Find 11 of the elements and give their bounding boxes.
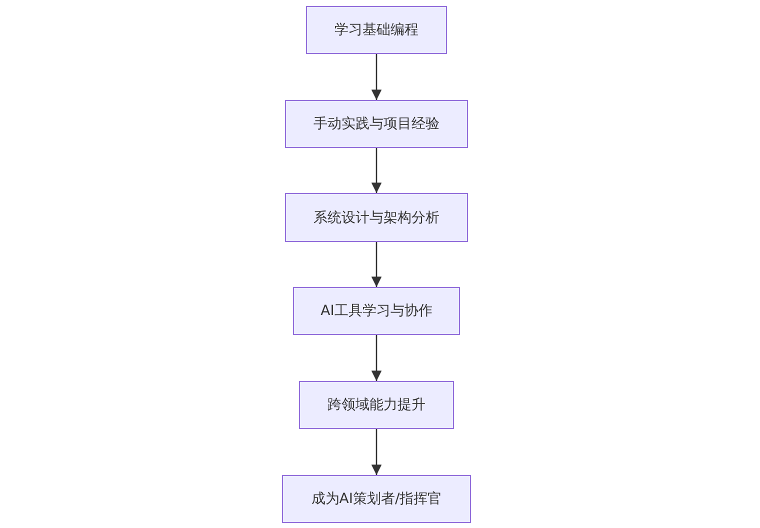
process-box: AI工具学习与协作	[293, 287, 460, 335]
process-box: 跨领域能力提升	[299, 381, 454, 429]
arrow	[371, 54, 382, 100]
process-box: 系统设计与架构分析	[285, 193, 468, 242]
process-box: 成为AI策划者/指挥官	[282, 475, 471, 523]
arrow	[371, 429, 382, 475]
arrow	[371, 148, 382, 193]
arrow	[371, 242, 382, 287]
arrow	[371, 335, 382, 381]
process-box: 手动实践与项目经验	[285, 100, 468, 148]
process-box: 学习基础编程	[306, 6, 447, 54]
